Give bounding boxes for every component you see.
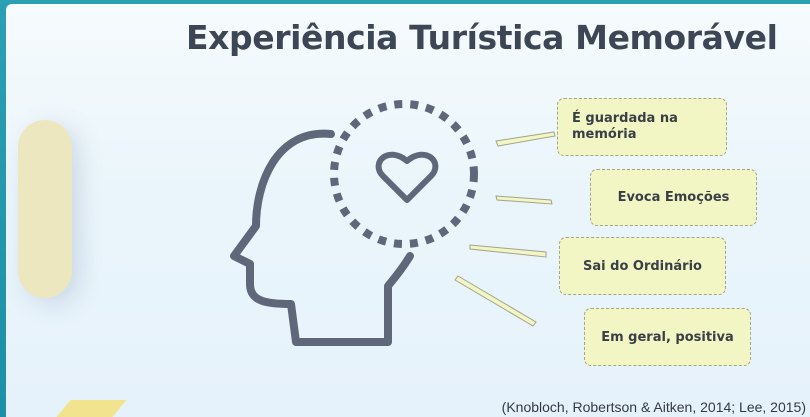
dotted-circle-icon	[330, 100, 478, 248]
label-emotions: Evoca Emoções	[590, 169, 757, 226]
heart-icon	[375, 151, 439, 203]
connector-4	[454, 275, 537, 327]
slide: Experiência Turística Memorável É guarda…	[6, 4, 810, 417]
connector-2	[495, 195, 553, 205]
citation: (Knobloch, Robertson & Aitken, 2014; Lee…	[501, 399, 806, 415]
memory-diagram	[230, 100, 556, 346]
decorative-pill	[18, 120, 72, 298]
connector-1	[495, 131, 556, 147]
label-memory: É guardada na memória	[557, 98, 727, 156]
head-profile-icon	[230, 129, 414, 346]
page-title: Experiência Turística Memorável	[186, 18, 778, 57]
connector-3	[469, 244, 547, 258]
label-positive: Em geral, positiva	[584, 308, 751, 366]
label-ordinary: Sai do Ordinário	[559, 237, 726, 295]
